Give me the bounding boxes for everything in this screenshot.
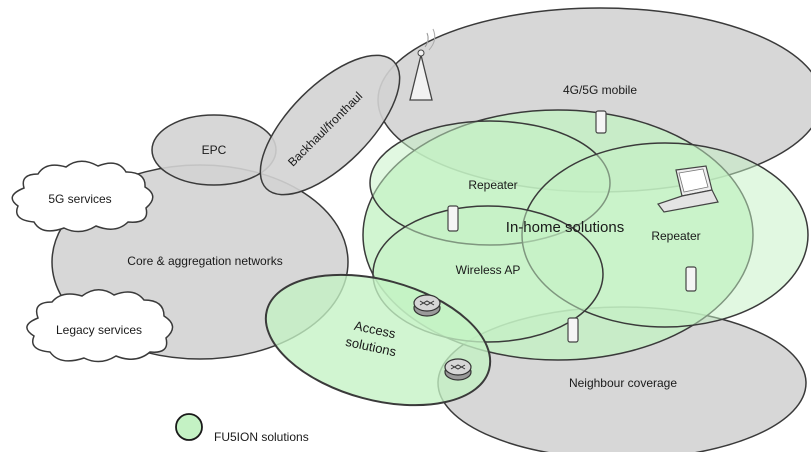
neighbour-coverage-label: Neighbour coverage (569, 376, 677, 390)
inhome-solutions-label: In-home solutions (506, 219, 624, 236)
wireless-ap-label: Wireless AP (456, 263, 521, 277)
mobile-label: 4G/5G mobile (563, 83, 637, 97)
epc-label: EPC (202, 143, 227, 157)
laptop-icon (657, 165, 719, 213)
router-icon (444, 358, 472, 381)
legend-label: FU5ION solutions (214, 430, 309, 444)
repeater-right-label: Repeater (651, 229, 700, 243)
phone-icon (567, 317, 579, 343)
5g-services-label: 5G services (48, 192, 111, 206)
backhaul-region (259, 54, 401, 196)
router-icon (413, 294, 441, 317)
legacy-services-label: Legacy services (56, 323, 142, 337)
cloud-5g-services (11, 160, 154, 233)
core-network-label: Core & aggregation networks (127, 254, 282, 268)
phone-icon (595, 110, 607, 134)
legend-swatch (175, 413, 203, 441)
repeater-left-label: Repeater (468, 178, 517, 192)
antenna-tower-icon (409, 28, 436, 101)
phone-icon (685, 266, 697, 292)
phone-icon (447, 205, 459, 232)
cloud-legacy-services (26, 289, 174, 363)
